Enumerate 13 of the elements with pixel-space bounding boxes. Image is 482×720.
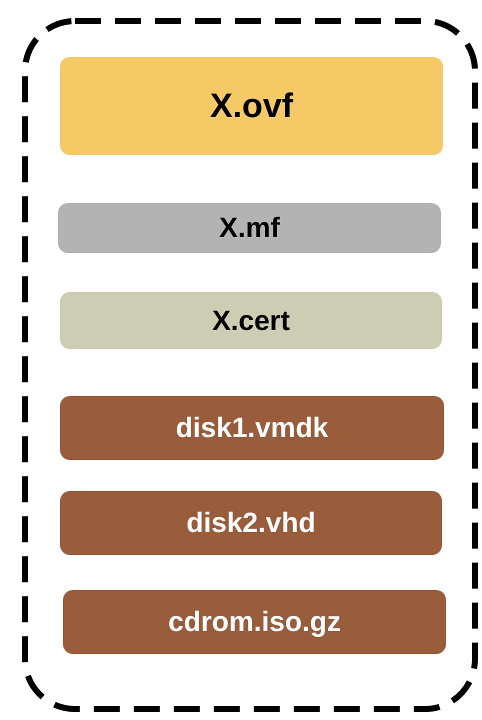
file-name: disk1.vmdk	[176, 412, 328, 444]
file-name: X.ovf	[210, 86, 294, 126]
file-box	[60, 491, 442, 555]
file-name: disk2.vhd	[186, 507, 316, 539]
container-outline	[22, 18, 478, 712]
file-box	[60, 396, 444, 460]
file-box	[60, 292, 442, 349]
file-box	[58, 203, 441, 253]
file-name: cdrom.iso.gz	[168, 606, 341, 638]
file-box	[60, 57, 443, 155]
file-name: X.cert	[212, 304, 290, 336]
file-name: X.mf	[219, 212, 280, 244]
file-box	[63, 590, 446, 654]
